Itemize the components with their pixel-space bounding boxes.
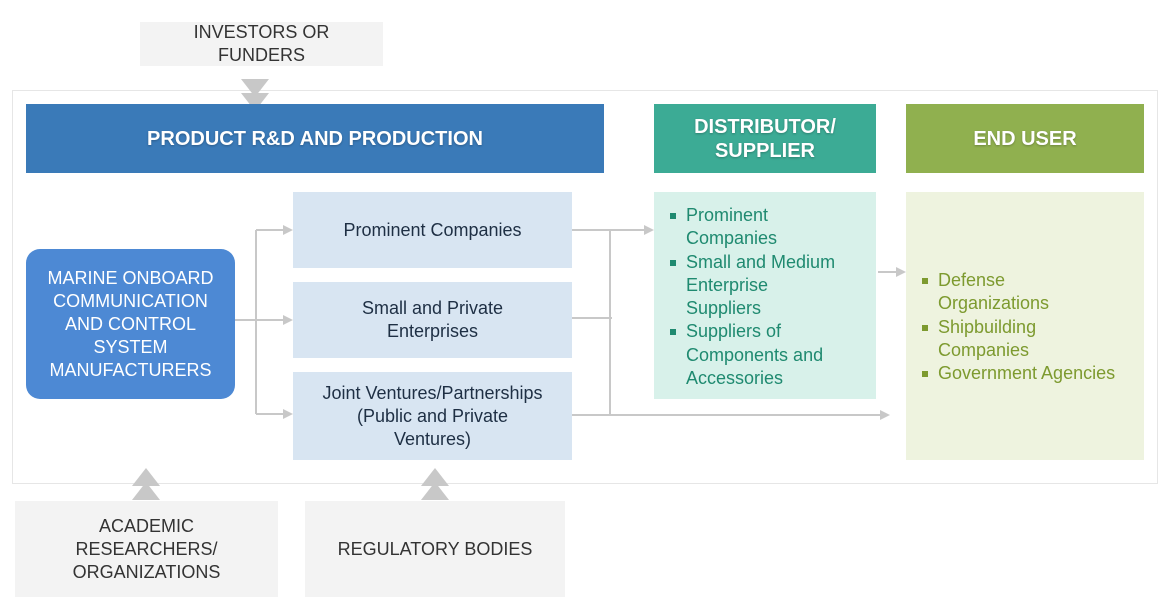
end-user-panel	[906, 192, 1144, 460]
end-user-header-label: END USER	[973, 127, 1077, 150]
list-item: Small and Medium Enterprise Suppliers	[670, 251, 870, 321]
end-user-header: END USER	[906, 104, 1144, 173]
investors-down-chevron-icon	[241, 79, 269, 111]
distributor-list: Prominent Companies Small and Medium Ent…	[670, 204, 870, 390]
list-item-label: Suppliers of Components and Accessories	[686, 321, 824, 389]
rnd-header: PRODUCT R&D AND PRODUCTION	[26, 104, 604, 173]
end-user-list: Defense Organizations Shipbuilding Compa…	[922, 269, 1140, 385]
academic-up-chevron-icon	[132, 468, 160, 500]
list-item-label: Defense Organizations	[938, 270, 1050, 314]
bullet-icon	[922, 278, 928, 284]
distributor-header-label: DISTRIBUTOR/ SUPPLIER	[694, 115, 836, 162]
academic-label: ACADEMIC RESEARCHERS/ ORGANIZATIONS	[72, 515, 221, 582]
regulatory-label: REGULATORY BODIES	[337, 538, 533, 559]
regulatory-up-chevron-icon	[421, 468, 449, 500]
bullet-icon	[922, 371, 928, 378]
company-box-small-private: Small and Private Enterprises	[293, 282, 572, 358]
list-item-label: Prominent Companies	[686, 205, 778, 249]
list-item: Prominent Companies	[670, 204, 870, 251]
company-box-joint-ventures: Joint Ventures/Partnerships (Public and …	[293, 372, 572, 460]
regulatory-box: REGULATORY BODIES	[305, 501, 565, 597]
list-item: Defense Organizations	[922, 269, 1140, 316]
company-label: Prominent Companies	[343, 219, 522, 240]
list-item: Suppliers of Components and Accessories	[670, 320, 870, 390]
investors-box: INVESTORS OR FUNDERS	[140, 22, 383, 66]
list-item-label: Government Agencies	[938, 363, 1116, 384]
company-label: Small and Private Enterprises	[361, 298, 504, 341]
manufacturer-label: MARINE ONBOARD COMMUNICATION AND CONTROL…	[47, 267, 214, 380]
bullet-icon	[670, 329, 676, 336]
list-item-label: Shipbuilding Companies	[938, 316, 1037, 360]
company-label: Joint Ventures/Partnerships (Public and …	[322, 382, 543, 449]
bullet-icon	[922, 324, 928, 331]
manufacturer-box: MARINE ONBOARD COMMUNICATION AND CONTROL…	[26, 249, 235, 399]
bullet-icon	[670, 259, 676, 266]
bullet-icon	[670, 213, 676, 219]
company-box-prominent: Prominent Companies	[293, 192, 572, 268]
list-item-label: Small and Medium Enterprise Suppliers	[686, 251, 836, 319]
distributor-panel	[654, 192, 876, 399]
academic-box: ACADEMIC RESEARCHERS/ ORGANIZATIONS	[15, 501, 278, 597]
list-item: Government Agencies	[922, 362, 1140, 385]
investors-label: INVESTORS OR FUNDERS	[193, 22, 330, 65]
list-item: Shipbuilding Companies	[922, 316, 1140, 363]
distributor-header: DISTRIBUTOR/ SUPPLIER	[654, 104, 876, 173]
rnd-header-label: PRODUCT R&D AND PRODUCTION	[147, 127, 483, 150]
